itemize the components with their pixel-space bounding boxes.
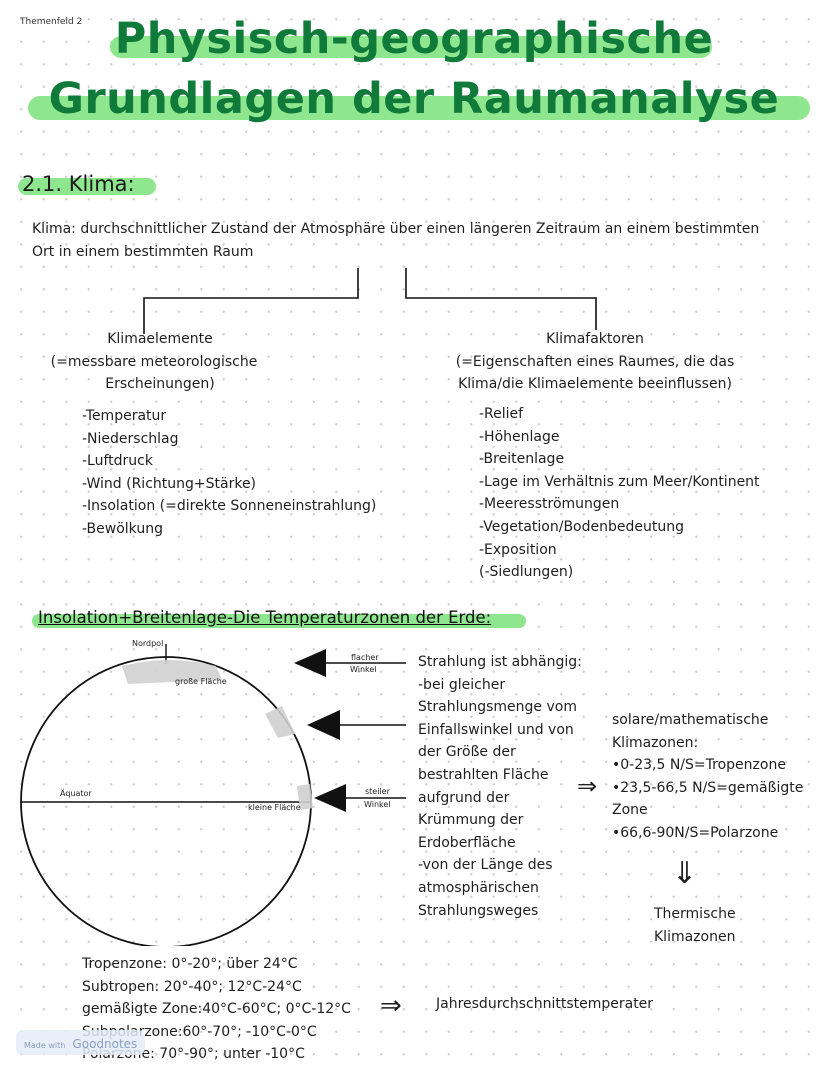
list-item: -Wind (Richtung+Stärke) bbox=[82, 475, 257, 492]
elements-sub-1: (=messbare meteorologische bbox=[50, 353, 258, 370]
temperature-row: Subtropen: 20°-40°; 12°C-24°C bbox=[82, 978, 302, 995]
temperature-row: Tropenzone: 0°-20°; über 24°C bbox=[82, 956, 298, 972]
watermark-brand: Goodnotes bbox=[72, 1037, 138, 1051]
explanation-line: atmosphärischen bbox=[418, 879, 539, 896]
section-heading: 2.1. Klima: bbox=[22, 172, 135, 196]
label-grosse-flaeche: große Fläche bbox=[175, 677, 227, 686]
zone-item: •66,6-90N/S=Polarzone bbox=[612, 824, 779, 841]
label-flacher-winkel: Winkel bbox=[350, 665, 377, 674]
label-flacher: flacher bbox=[351, 653, 379, 662]
annual-temperature: Jahresdurchschnittstemperater bbox=[436, 996, 654, 1012]
explanation-line: Krümmung der bbox=[418, 812, 524, 829]
explanation-line: bestrahlten Fläche bbox=[418, 766, 549, 783]
mid-hatch bbox=[265, 706, 295, 738]
elements-header: Klimaelemente (=messbare meteorologische… bbox=[40, 328, 280, 396]
watermark-prefix: Made with bbox=[24, 1041, 66, 1050]
factors-list: -Relief -Höhenlage -Breitenlage -Lage im… bbox=[479, 403, 760, 584]
elements-list: -Temperatur -Niederschlag -Luftdruck -Wi… bbox=[82, 405, 376, 541]
explanation-line: -von der Länge des bbox=[418, 857, 553, 874]
list-item: -Höhenlage bbox=[479, 428, 560, 445]
explanation-line: Strahlung ist abhängig: bbox=[418, 654, 582, 670]
list-item: -Bewölkung bbox=[82, 520, 163, 537]
factors-sub-2: Klima/die Klimaelemente beeinflussen) bbox=[458, 376, 732, 393]
insolation-heading: Insolation+Breitenlage-Die Temperaturzon… bbox=[38, 608, 492, 627]
insolation-highlight bbox=[32, 614, 526, 628]
zone-item: Zone bbox=[612, 802, 648, 819]
explanation-line: aufgrund der bbox=[418, 789, 510, 806]
list-item: (-Siedlungen) bbox=[479, 564, 574, 581]
page-title-line-1: Physisch-geographische bbox=[114, 14, 714, 64]
page-tag: Themenfeld 2 bbox=[20, 17, 83, 27]
arrow-bottom-head bbox=[314, 784, 346, 812]
goodnotes-watermark: Made with Goodnotes bbox=[16, 1030, 146, 1055]
label-steiler: steiler bbox=[365, 787, 390, 796]
list-item: -Luftdruck bbox=[82, 453, 153, 470]
factors-header: Klimafaktoren (=Eigenschaften eines Raum… bbox=[440, 328, 750, 396]
temperature-zones: Tropenzone: 0°-20°; über 24°C Subtropen:… bbox=[82, 953, 351, 1066]
factors-title: Klimafaktoren bbox=[546, 331, 644, 347]
list-item: -Exposition bbox=[479, 541, 557, 558]
radiation-explanation: Strahlung ist abhängig: -bei gleicher St… bbox=[418, 651, 582, 922]
label-steiler-winkel: Winkel bbox=[364, 800, 391, 809]
list-item: -Niederschlag bbox=[82, 430, 179, 447]
equator-hatch bbox=[297, 784, 313, 810]
branch-lines bbox=[143, 268, 597, 334]
label-nordpol: Nordpol bbox=[132, 639, 164, 648]
list-item: -Meeresströmungen bbox=[479, 496, 620, 513]
explanation-line: der Größe der bbox=[418, 744, 516, 761]
list-item: -Insolation (=direkte Sonneneinstrahlung… bbox=[82, 498, 377, 515]
result-arrow-icon: ⇒ bbox=[380, 991, 402, 1021]
down-arrow-icon: ⇓ bbox=[672, 856, 698, 891]
label-kleine-flaeche: kleine Fläche bbox=[248, 803, 301, 812]
zones-title-1: solare/mathematische bbox=[612, 712, 769, 728]
title-highlight-1 bbox=[110, 36, 712, 58]
label-aequator: Äquator bbox=[60, 789, 92, 798]
definition-line-1: Klima: durchschnittlicher Zustand der At… bbox=[32, 221, 760, 237]
explanation-line: Strahlungsmenge vom bbox=[418, 699, 577, 716]
definition-line-2: Ort in einem bestimmten Raum bbox=[32, 243, 254, 260]
thermal-line-1: Thermische bbox=[654, 906, 736, 922]
list-item: -Lage im Verhältnis zum Meer/Kontinent bbox=[479, 473, 760, 490]
elements-sub-2: Erscheinungen) bbox=[105, 376, 215, 393]
list-item: -Vegetation/Bodenbedeutung bbox=[479, 518, 684, 535]
north-hatch bbox=[122, 660, 222, 684]
climate-definition: Klima: durchschnittlicher Zustand der At… bbox=[32, 218, 822, 263]
explanation-line: -bei gleicher bbox=[418, 676, 506, 693]
explanation-line: Erdoberfläche bbox=[418, 834, 516, 851]
section-highlight bbox=[18, 178, 156, 195]
list-item: -Temperatur bbox=[82, 408, 167, 424]
explanation-line: Strahlungsweges bbox=[418, 902, 539, 919]
branch-left bbox=[143, 268, 359, 334]
thermal-zones: Thermische Klimazonen bbox=[654, 903, 736, 948]
branch-right bbox=[405, 268, 597, 330]
explanation-line: Einfallswinkel und von bbox=[418, 721, 574, 738]
page-title-line-2: Grundlagen der Raumanalyse bbox=[48, 74, 780, 124]
factors-sub-1: (=Eigenschaften eines Raumes, die das bbox=[455, 353, 735, 370]
implies-arrow-icon: ⇒ bbox=[577, 772, 598, 800]
zones-title-2: Klimazonen: bbox=[612, 734, 699, 751]
temperature-row: gemäßigte Zone:40°C-60°C; 0°C-12°C bbox=[82, 1001, 351, 1018]
thermal-line-2: Klimazonen bbox=[654, 928, 736, 945]
list-item: -Relief bbox=[479, 406, 524, 422]
elements-title: Klimaelemente bbox=[107, 331, 213, 347]
earth-diagram bbox=[20, 644, 406, 946]
title-highlight-2 bbox=[28, 96, 810, 120]
arrow-mid-head bbox=[307, 710, 340, 740]
list-item: -Breitenlage bbox=[479, 451, 565, 468]
zone-item: •0-23,5 N/S=Tropenzone bbox=[612, 757, 786, 774]
zone-item: •23,5-66,5 N/S=gemäßigte bbox=[612, 779, 804, 796]
solar-zones: solare/mathematische Klimazonen: •0-23,5… bbox=[612, 709, 803, 845]
arrow-top-head bbox=[294, 649, 326, 677]
